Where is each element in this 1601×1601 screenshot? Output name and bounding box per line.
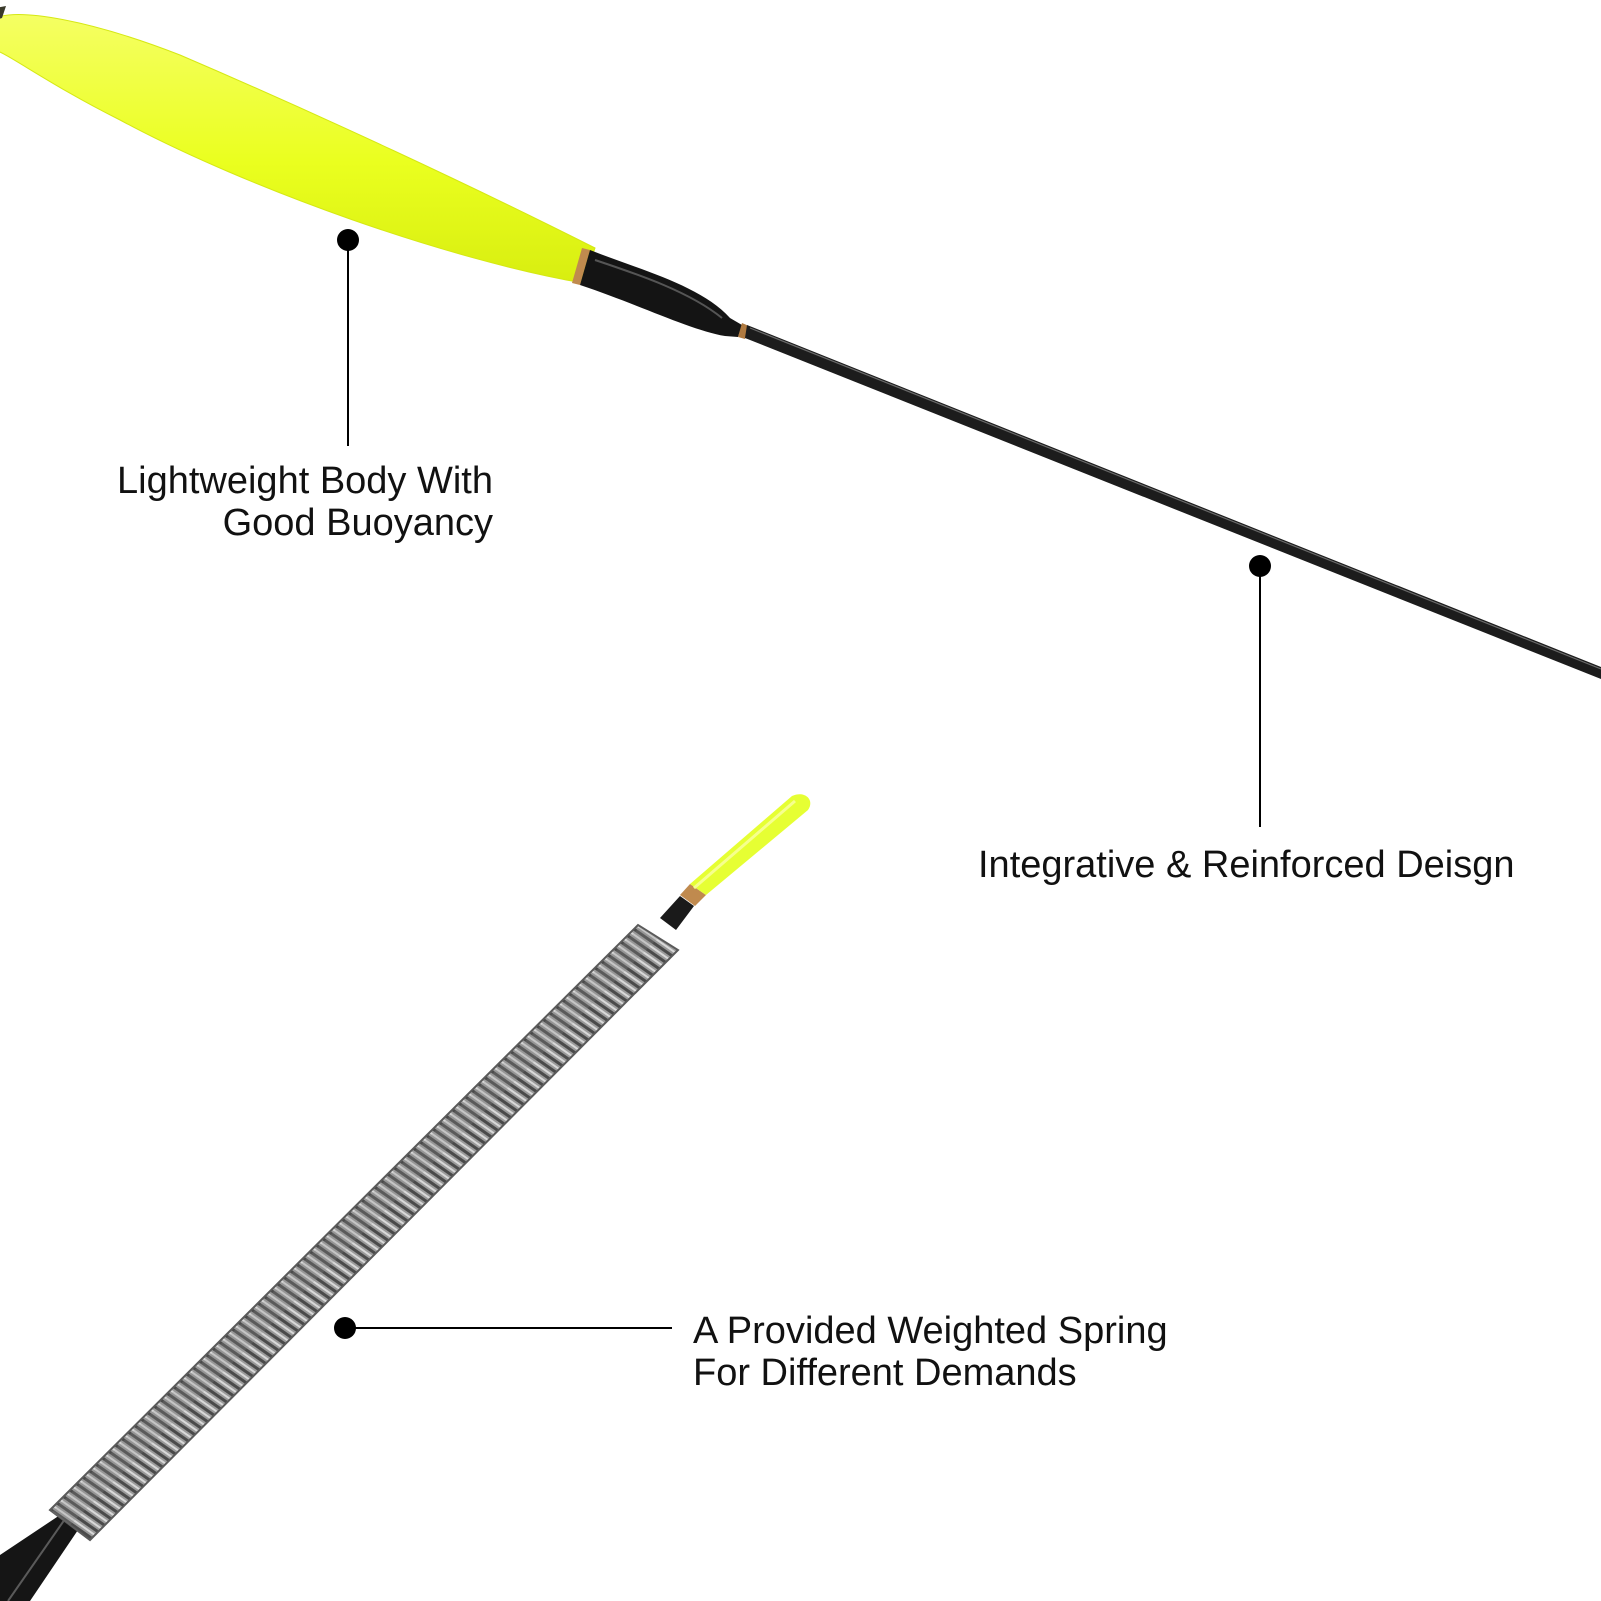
- lower-rod: [0, 1515, 80, 1601]
- caption-spring-line1: A Provided Weighted Spring: [693, 1310, 1168, 1352]
- callout-spring-marker: [334, 1317, 672, 1339]
- float-tip-dark: [0, 6, 6, 19]
- caption-body-line2: Good Buoyancy: [222, 502, 493, 544]
- float-upper: [0, 6, 1601, 679]
- callout-body-marker: [337, 229, 359, 446]
- caption-spring-line2: For Different Demands: [693, 1352, 1077, 1394]
- float-neck: [580, 250, 742, 337]
- callout-design-marker: [1249, 555, 1271, 827]
- caption-weighted-spring: A Provided Weighted Spring For Different…: [693, 1310, 1168, 1394]
- float-body: [0, 14, 596, 284]
- float-lower: [0, 794, 811, 1601]
- brass-ring: [572, 248, 590, 285]
- caption-body-line1: Lightweight Body With: [117, 460, 493, 502]
- caption-design-line1: Integrative & Reinforced Deisgn: [978, 844, 1515, 886]
- caption-reinforced-design: Integrative & Reinforced Deisgn: [978, 844, 1515, 886]
- caption-lightweight-body: Lightweight Body With Good Buoyancy: [117, 460, 493, 544]
- float-tip: [690, 794, 811, 895]
- float-stem: [745, 325, 1601, 679]
